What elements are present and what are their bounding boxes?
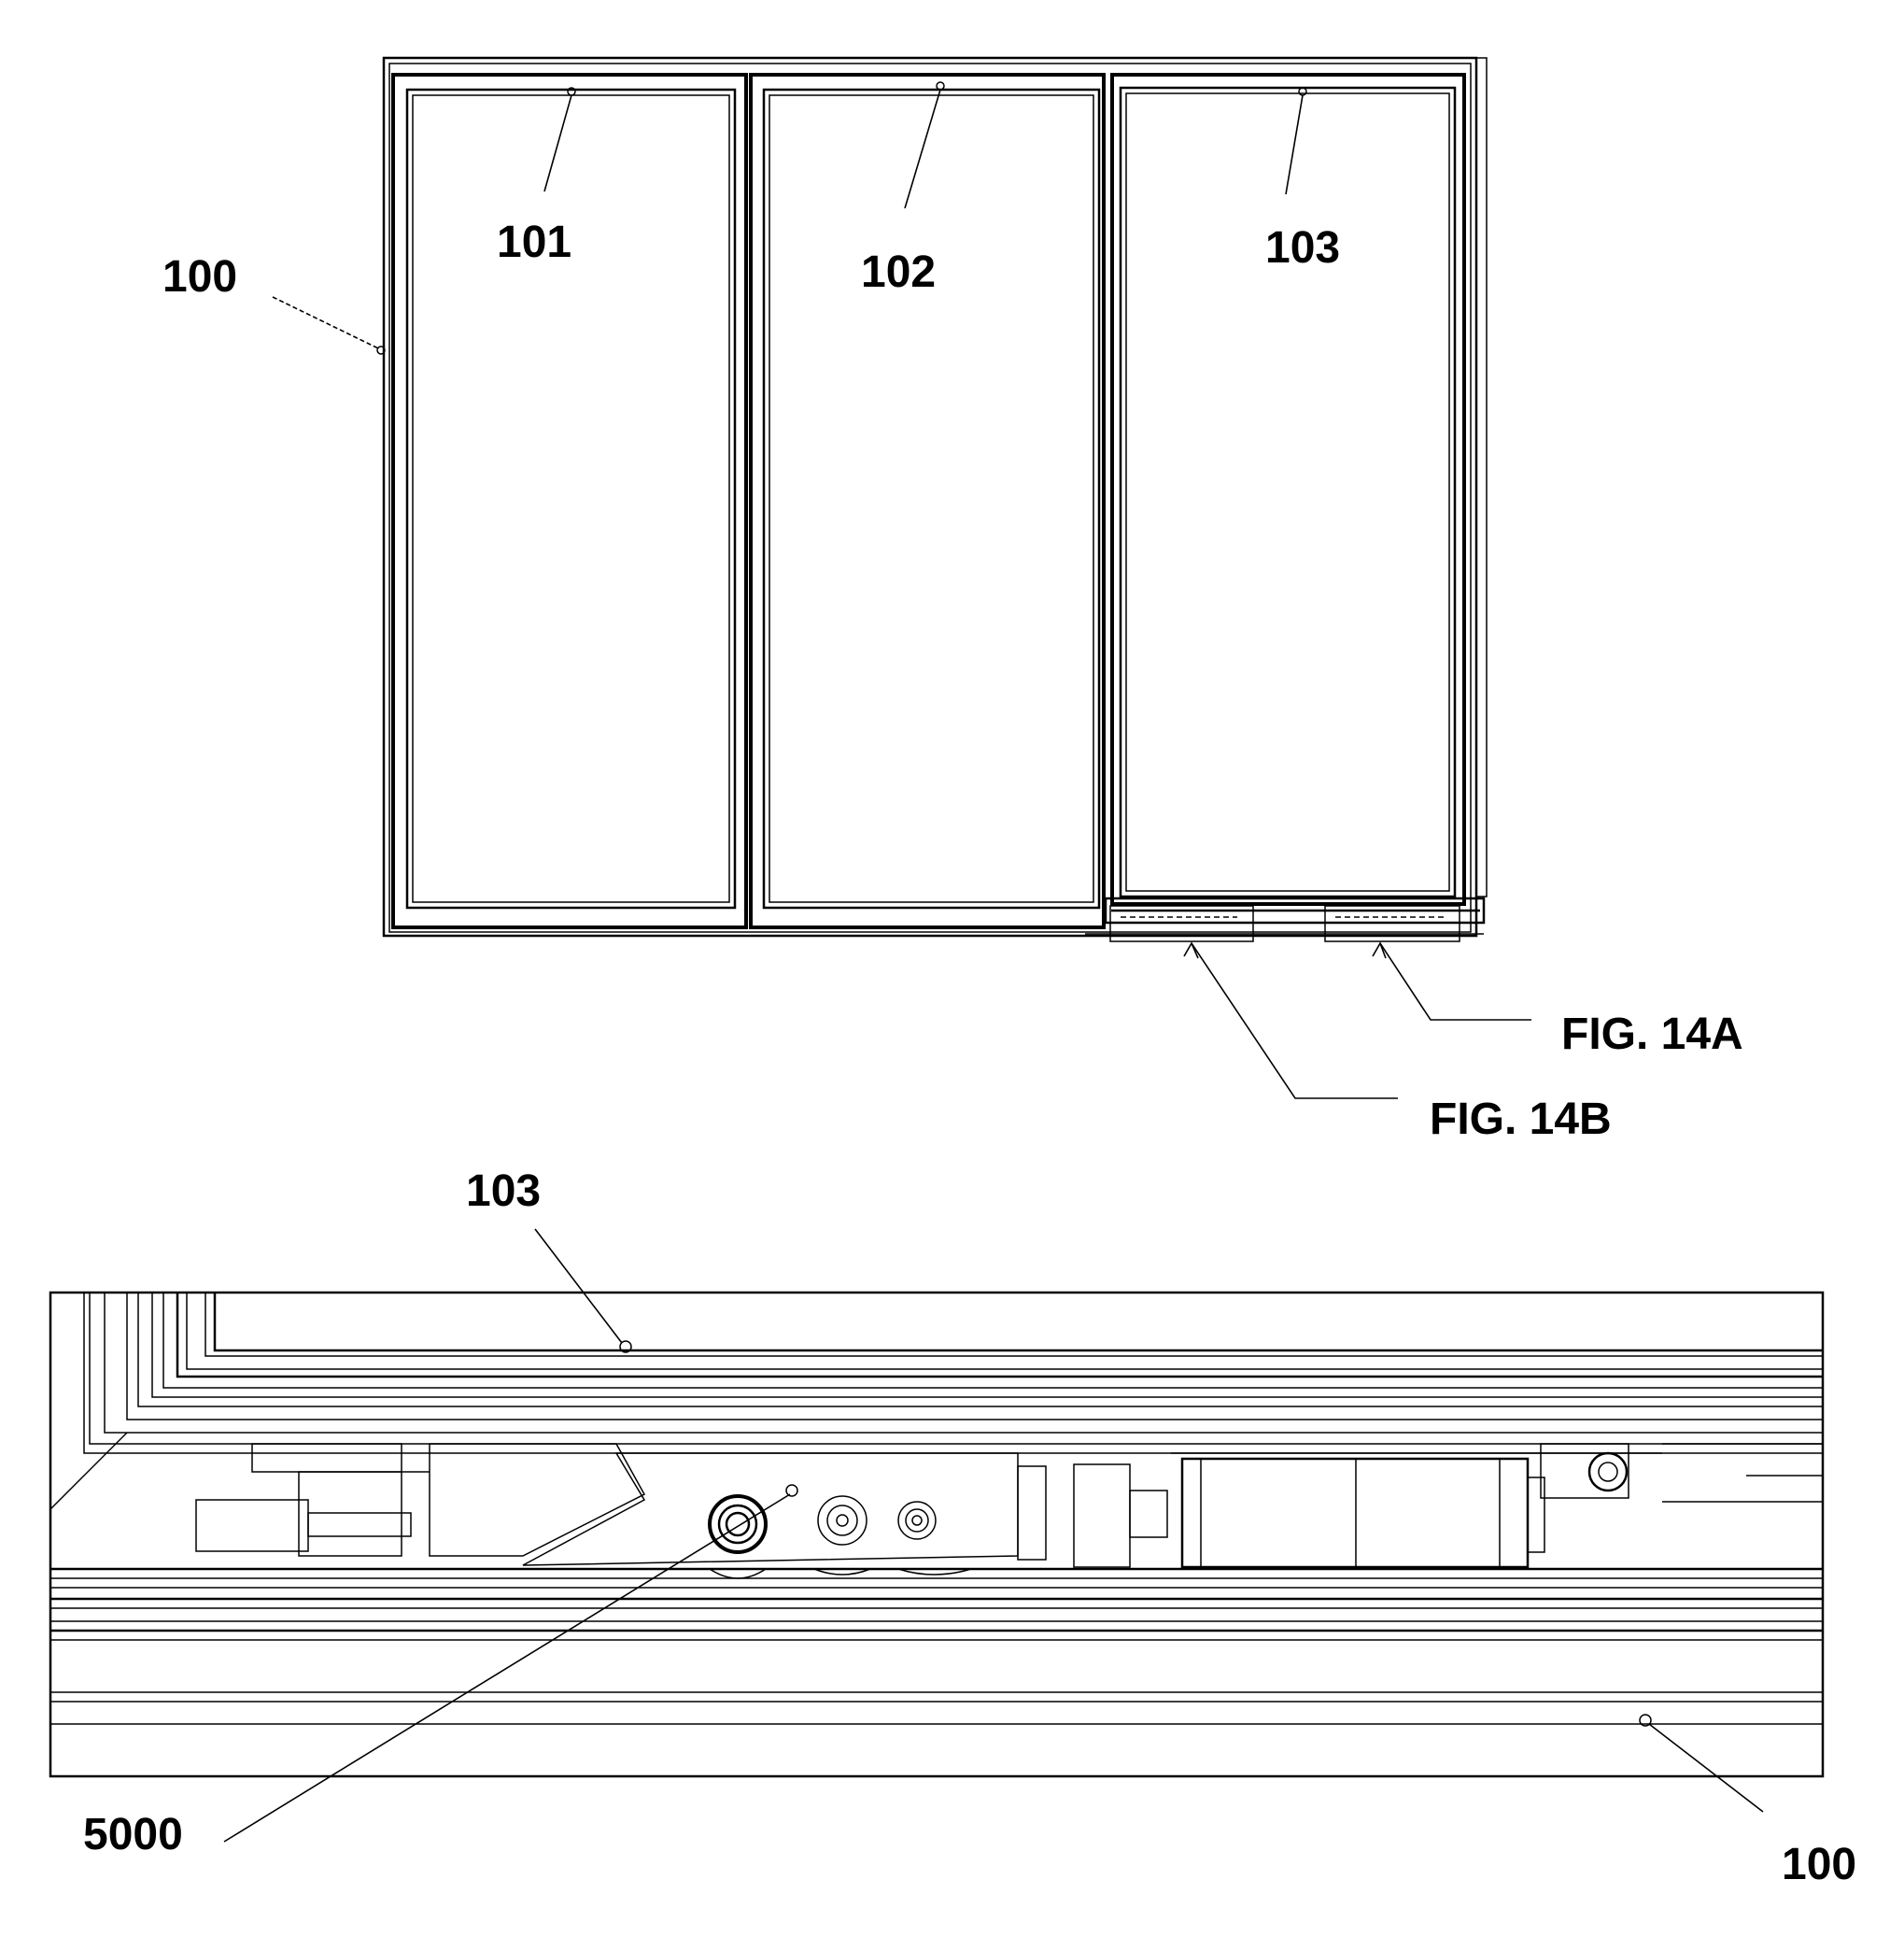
detail-frame [50, 1293, 1823, 1776]
label-102: 102 [861, 247, 936, 297]
label-100-top: 100 [162, 252, 237, 302]
track [50, 1341, 1823, 1726]
label-fig-14b: FIG. 14B [1430, 1095, 1612, 1144]
label-101: 101 [497, 218, 571, 267]
panel-102 [751, 75, 1104, 927]
panel-corner [50, 1293, 1823, 1509]
panel-103 [1112, 75, 1464, 904]
outer-frame [384, 58, 1476, 936]
drive-carriage [196, 1444, 1823, 1567]
wheels [710, 1485, 971, 1578]
detail-view [50, 1293, 1823, 1776]
label-5000: 5000 [83, 1810, 183, 1859]
panel-101 [393, 75, 746, 927]
label-103-detail: 103 [466, 1166, 541, 1216]
label-fig-14a: FIG. 14A [1561, 1010, 1743, 1059]
door-assembly [377, 58, 1487, 941]
label-103-top: 103 [1265, 223, 1340, 273]
label-100-detail: 100 [1782, 1840, 1856, 1889]
